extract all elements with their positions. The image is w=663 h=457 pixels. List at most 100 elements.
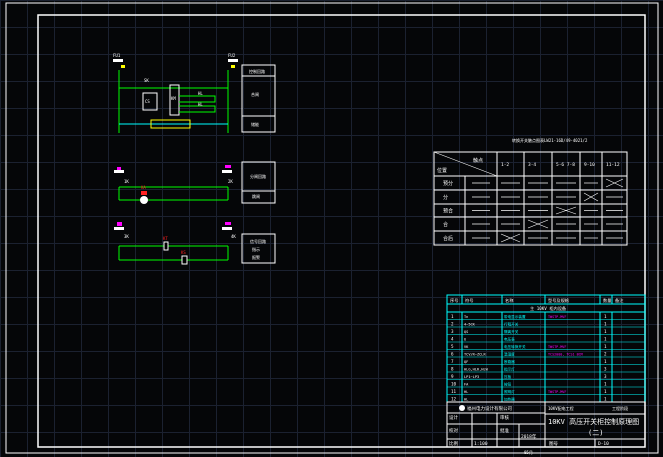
side-box-text: 指示 <box>252 246 260 252</box>
bom-header: 型号及规格 <box>548 297 570 304</box>
bom-no: 11 <box>451 389 457 394</box>
relay-label: KT <box>163 236 168 241</box>
bom-header: 序号 <box>450 297 458 304</box>
inner-frame <box>37 14 646 448</box>
trip-circuit: 1K 2K KA 分闸回路 跳闸 <box>114 161 276 204</box>
bom-header: 数量 <box>603 297 611 304</box>
bom-name: 隔离开关 <box>504 329 519 334</box>
bom-header: 符号 <box>465 297 473 304</box>
column-header: 3-4 <box>528 162 536 168</box>
bom-symbol: QF <box>464 360 468 364</box>
drawing-no: D-10 <box>598 441 609 447</box>
bom-no: 1 <box>451 314 454 319</box>
bom-no: 3 <box>451 329 454 334</box>
date-sub: 05月 <box>524 450 533 455</box>
bom-qty: 1 <box>604 397 607 402</box>
column-header: 9-10 <box>584 162 595 168</box>
side-box-text: 储能 <box>251 121 259 127</box>
column-header: 11-12 <box>606 162 620 168</box>
fuse-label-left: FU1 <box>113 53 121 58</box>
role-label: 设计 <box>449 414 458 421</box>
bom-qty: 1 <box>604 382 607 387</box>
bom-qty: 1 <box>604 322 607 327</box>
relay-label: KS <box>181 250 186 255</box>
hl-label-1: HL <box>198 91 203 96</box>
bom-symbol: U <box>464 338 466 342</box>
control-circuit: FU1 FU2 SK CS KM HL HL 控制回路 合闸 储能 <box>113 53 276 133</box>
bom-frame <box>446 294 646 403</box>
company-name: 福州电力设计有限公司 <box>467 405 512 412</box>
km-label: KM <box>171 96 176 101</box>
project-stage: 工程阶段 <box>612 405 628 411</box>
bom-name: 带电显示装置 <box>504 314 526 319</box>
switch-table-title: 转换开关触点图表LW21-16D/49-4021/2 <box>512 137 588 143</box>
bom-name: 断路器 <box>504 359 515 364</box>
contact-closed-mark <box>527 219 549 229</box>
scale-label: 比例 <box>449 440 458 447</box>
bom-name: 加热器 <box>504 397 515 402</box>
bom-qty: 2 <box>604 352 607 357</box>
bom-spec: TWSTP-MVF <box>548 345 566 349</box>
switch-label: SK <box>144 78 149 83</box>
fuse-label-right: FU2 <box>228 53 236 58</box>
bom-no: 7 <box>451 359 454 364</box>
role-label: 审核 <box>500 414 509 421</box>
bom-symbol: HL <box>464 390 468 394</box>
bom-qty: 1 <box>604 389 607 394</box>
row-label: 合后 <box>443 235 453 242</box>
bom-spec: TWSTP-MVF <box>548 390 566 394</box>
bom-no: 2 <box>451 322 454 327</box>
corner-header: 位置 <box>437 167 447 174</box>
contact-closed-mark <box>605 178 624 188</box>
column-header: 5-6 7-8 <box>556 162 575 168</box>
bom-name: 压板 <box>504 374 512 379</box>
bom-no: 6 <box>451 352 454 357</box>
side-box-text: 报警 <box>252 254 260 260</box>
bom-name: 温湿度 <box>504 352 515 357</box>
drawing-title: 10KV 高压开关柜控制原理图 <box>548 417 639 426</box>
contact-closed-mark <box>500 233 521 243</box>
bom-name: 行程开关 <box>504 322 519 327</box>
date-value: 2018年 <box>521 433 537 440</box>
bom-qty: 1 <box>604 359 607 364</box>
bom-name: 按钮 <box>504 382 512 387</box>
row-label: 合 <box>443 221 448 228</box>
side-box-text: 跳闸 <box>252 193 260 199</box>
contact-label: 4K <box>231 234 236 239</box>
bom-no: 9 <box>451 374 454 379</box>
drawing-subtitle: (二) <box>588 429 603 437</box>
drawing-no-label: 图号 <box>549 441 558 447</box>
bom-name: 电压转换开关 <box>504 344 526 349</box>
outer-frame <box>5 2 659 454</box>
side-box-text: 合闸 <box>251 91 259 97</box>
bom-qty: 1 <box>604 329 607 334</box>
bom-qty: 1 <box>604 314 607 319</box>
hl-label-2: HL <box>198 102 203 107</box>
row-label: 预分 <box>443 180 453 187</box>
bom-symbol: HL <box>464 398 468 402</box>
column-header: 1-2 <box>501 162 509 168</box>
bom-name: 照明灯 <box>504 389 515 394</box>
row-label: 分 <box>443 194 448 201</box>
bom-spec: TCS2000, TCS1 BCM <box>548 353 583 357</box>
bom-subtitle: 主 10KV 柜内设备 <box>530 305 567 312</box>
contact-closed-mark <box>583 192 599 202</box>
bom-symbol: Tn <box>464 315 468 319</box>
contact-label: 1K <box>124 179 129 184</box>
bom-qty: 3 <box>604 374 607 379</box>
bom-symbol: HLG,HLR,HLW <box>464 368 489 372</box>
side-box-title: 控制回路 <box>249 68 265 74</box>
bom-name: 指示灯 <box>504 367 515 372</box>
cs-label: CS <box>145 99 150 104</box>
role-label: 批准 <box>500 427 509 434</box>
side-box-title: 信号回路 <box>250 238 266 244</box>
corner-header: 触点 <box>473 157 483 164</box>
bom-symbol: TCV/R~ZCLR <box>464 353 486 357</box>
bom-symbol: VK <box>464 345 469 349</box>
bom-qty: 1 <box>604 344 607 349</box>
bom-symbol: QS <box>464 330 468 334</box>
role-label: 校对 <box>449 427 458 434</box>
